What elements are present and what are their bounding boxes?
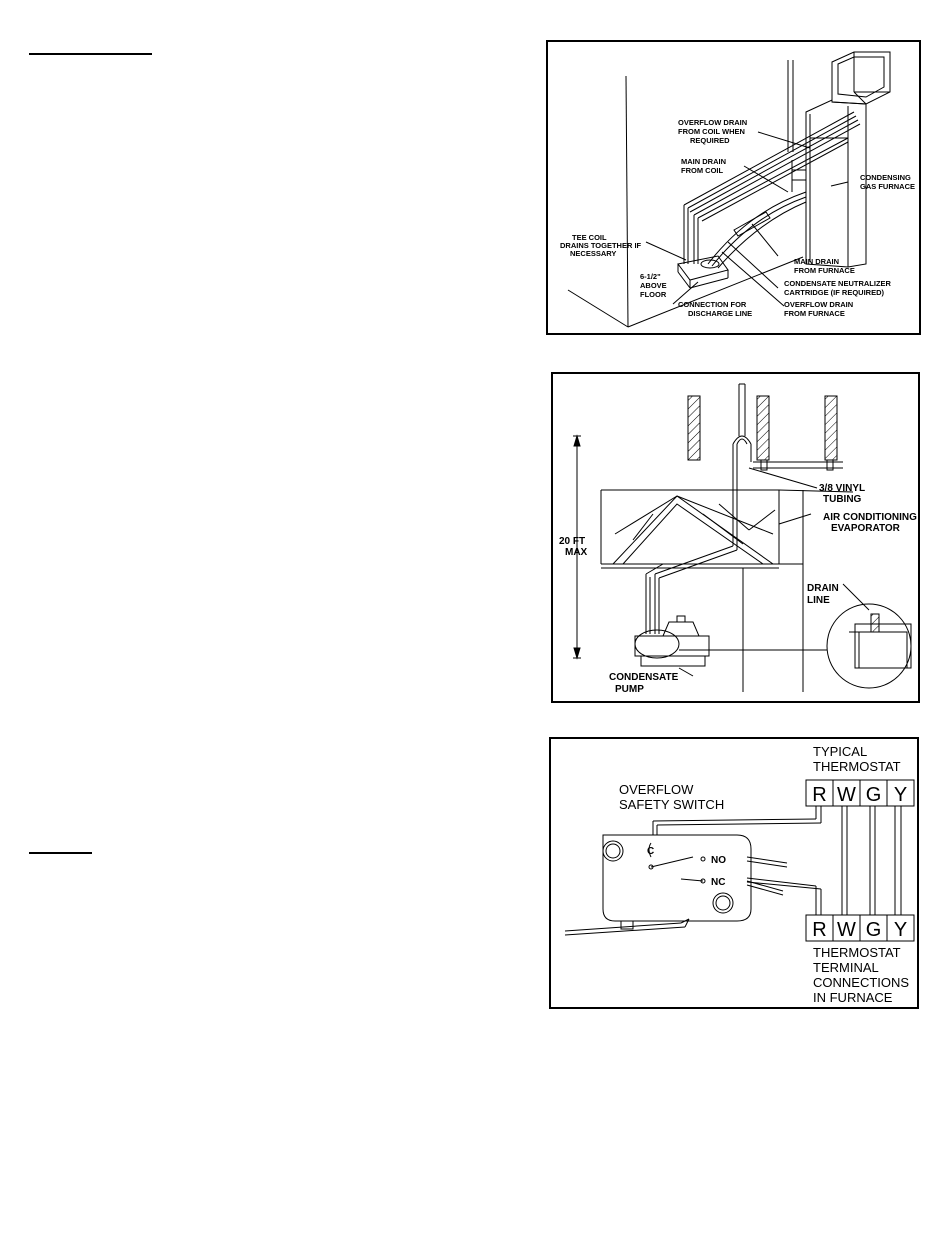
label-max-1: 20 FT <box>559 536 585 547</box>
label-vinyl-1: 3/8 VINYL <box>819 483 865 494</box>
label-drain-2: LINE <box>807 595 830 606</box>
section-heading-rule-2 <box>29 852 92 854</box>
label-c: C <box>647 846 654 857</box>
label-term-2: TERMINAL <box>813 960 879 975</box>
bottom-terminal-y: Y <box>894 919 907 941</box>
label-overflow-coil-3: REQUIRED <box>690 136 730 145</box>
safety-switch-wiring-diagram: TYPICAL THERMOSTAT OVERFLOW SAFETY SWITC… <box>564 744 915 1005</box>
top-terminal-g: G <box>866 784 882 806</box>
label-discharge-1: CONNECTION FOR <box>678 300 747 309</box>
label-vinyl-2: TUBING <box>823 494 862 505</box>
top-terminal-r: R <box>812 784 826 806</box>
figure-drain-piping: OVERFLOW DRAIN FROM COIL WHEN REQUIRED M… <box>546 40 921 335</box>
label-above-1: 6-1/2" <box>640 272 661 281</box>
label-switch-2: SAFETY SWITCH <box>619 797 724 812</box>
label-evap-1: AIR CONDITIONING <box>823 512 917 523</box>
label-evap-2: EVAPORATOR <box>831 523 901 534</box>
label-main-coil-2: FROM COIL <box>681 166 723 175</box>
bottom-terminal-g: G <box>866 919 882 941</box>
label-drain-1: DRAIN <box>807 583 839 594</box>
label-nc: NC <box>711 877 725 888</box>
label-main-coil-1: MAIN DRAIN <box>681 157 726 166</box>
label-overflow-coil-1: OVERFLOW DRAIN <box>678 118 747 127</box>
label-tee-3: NECESSARY <box>570 249 616 258</box>
label-pump-1: CONDENSATE <box>609 672 679 683</box>
label-condensing-2: GAS FURNACE <box>860 182 915 191</box>
label-discharge-2: DISCHARGE LINE <box>688 309 752 318</box>
label-term-1: THERMOSTAT <box>813 945 901 960</box>
figure-condensate-pump: 3/8 VINYL TUBING AIR CONDITIONING EVAPOR… <box>551 372 920 703</box>
label-tee-1: TEE COIL <box>572 233 607 242</box>
label-main-furnace-2: FROM FURNACE <box>794 266 855 275</box>
label-above-2: ABOVE <box>640 281 667 290</box>
label-pump-2: PUMP <box>615 684 644 695</box>
bottom-terminal-w: W <box>837 919 856 941</box>
label-tee-2: DRAINS TOGETHER IF <box>560 241 642 250</box>
label-overflow-coil-2: FROM COIL WHEN <box>678 127 745 136</box>
section-heading-rule-1 <box>29 53 152 55</box>
label-neutralizer-1: CONDENSATE NEUTRALIZER <box>784 279 892 288</box>
top-terminal-y: Y <box>894 784 907 806</box>
label-neutralizer-2: CARTRIDGE (IF REQUIRED) <box>784 288 885 297</box>
bottom-terminal-r: R <box>812 919 826 941</box>
label-above-3: FLOOR <box>640 290 667 299</box>
label-term-3: CONNECTIONS <box>813 975 909 990</box>
label-overflow-furnace-2: FROM FURNACE <box>784 309 845 318</box>
label-overflow-furnace-1: OVERFLOW DRAIN <box>784 300 853 309</box>
label-no: NO <box>711 855 726 866</box>
label-condensing-1: CONDENSING <box>860 173 911 182</box>
label-term-4: IN FURNACE <box>813 990 893 1005</box>
label-switch-1: OVERFLOW <box>619 782 694 797</box>
label-typical-2: THERMOSTAT <box>813 759 901 774</box>
top-terminal-w: W <box>837 784 856 806</box>
label-main-furnace-1: MAIN DRAIN <box>794 257 839 266</box>
figure-safety-switch-wiring: TYPICAL THERMOSTAT OVERFLOW SAFETY SWITC… <box>549 737 919 1009</box>
label-typical-1: TYPICAL <box>813 744 867 759</box>
condensate-pump-diagram: 3/8 VINYL TUBING AIR CONDITIONING EVAPOR… <box>559 383 917 695</box>
drain-piping-diagram: OVERFLOW DRAIN FROM COIL WHEN REQUIRED M… <box>560 51 915 328</box>
label-max-2: MAX <box>565 547 588 558</box>
